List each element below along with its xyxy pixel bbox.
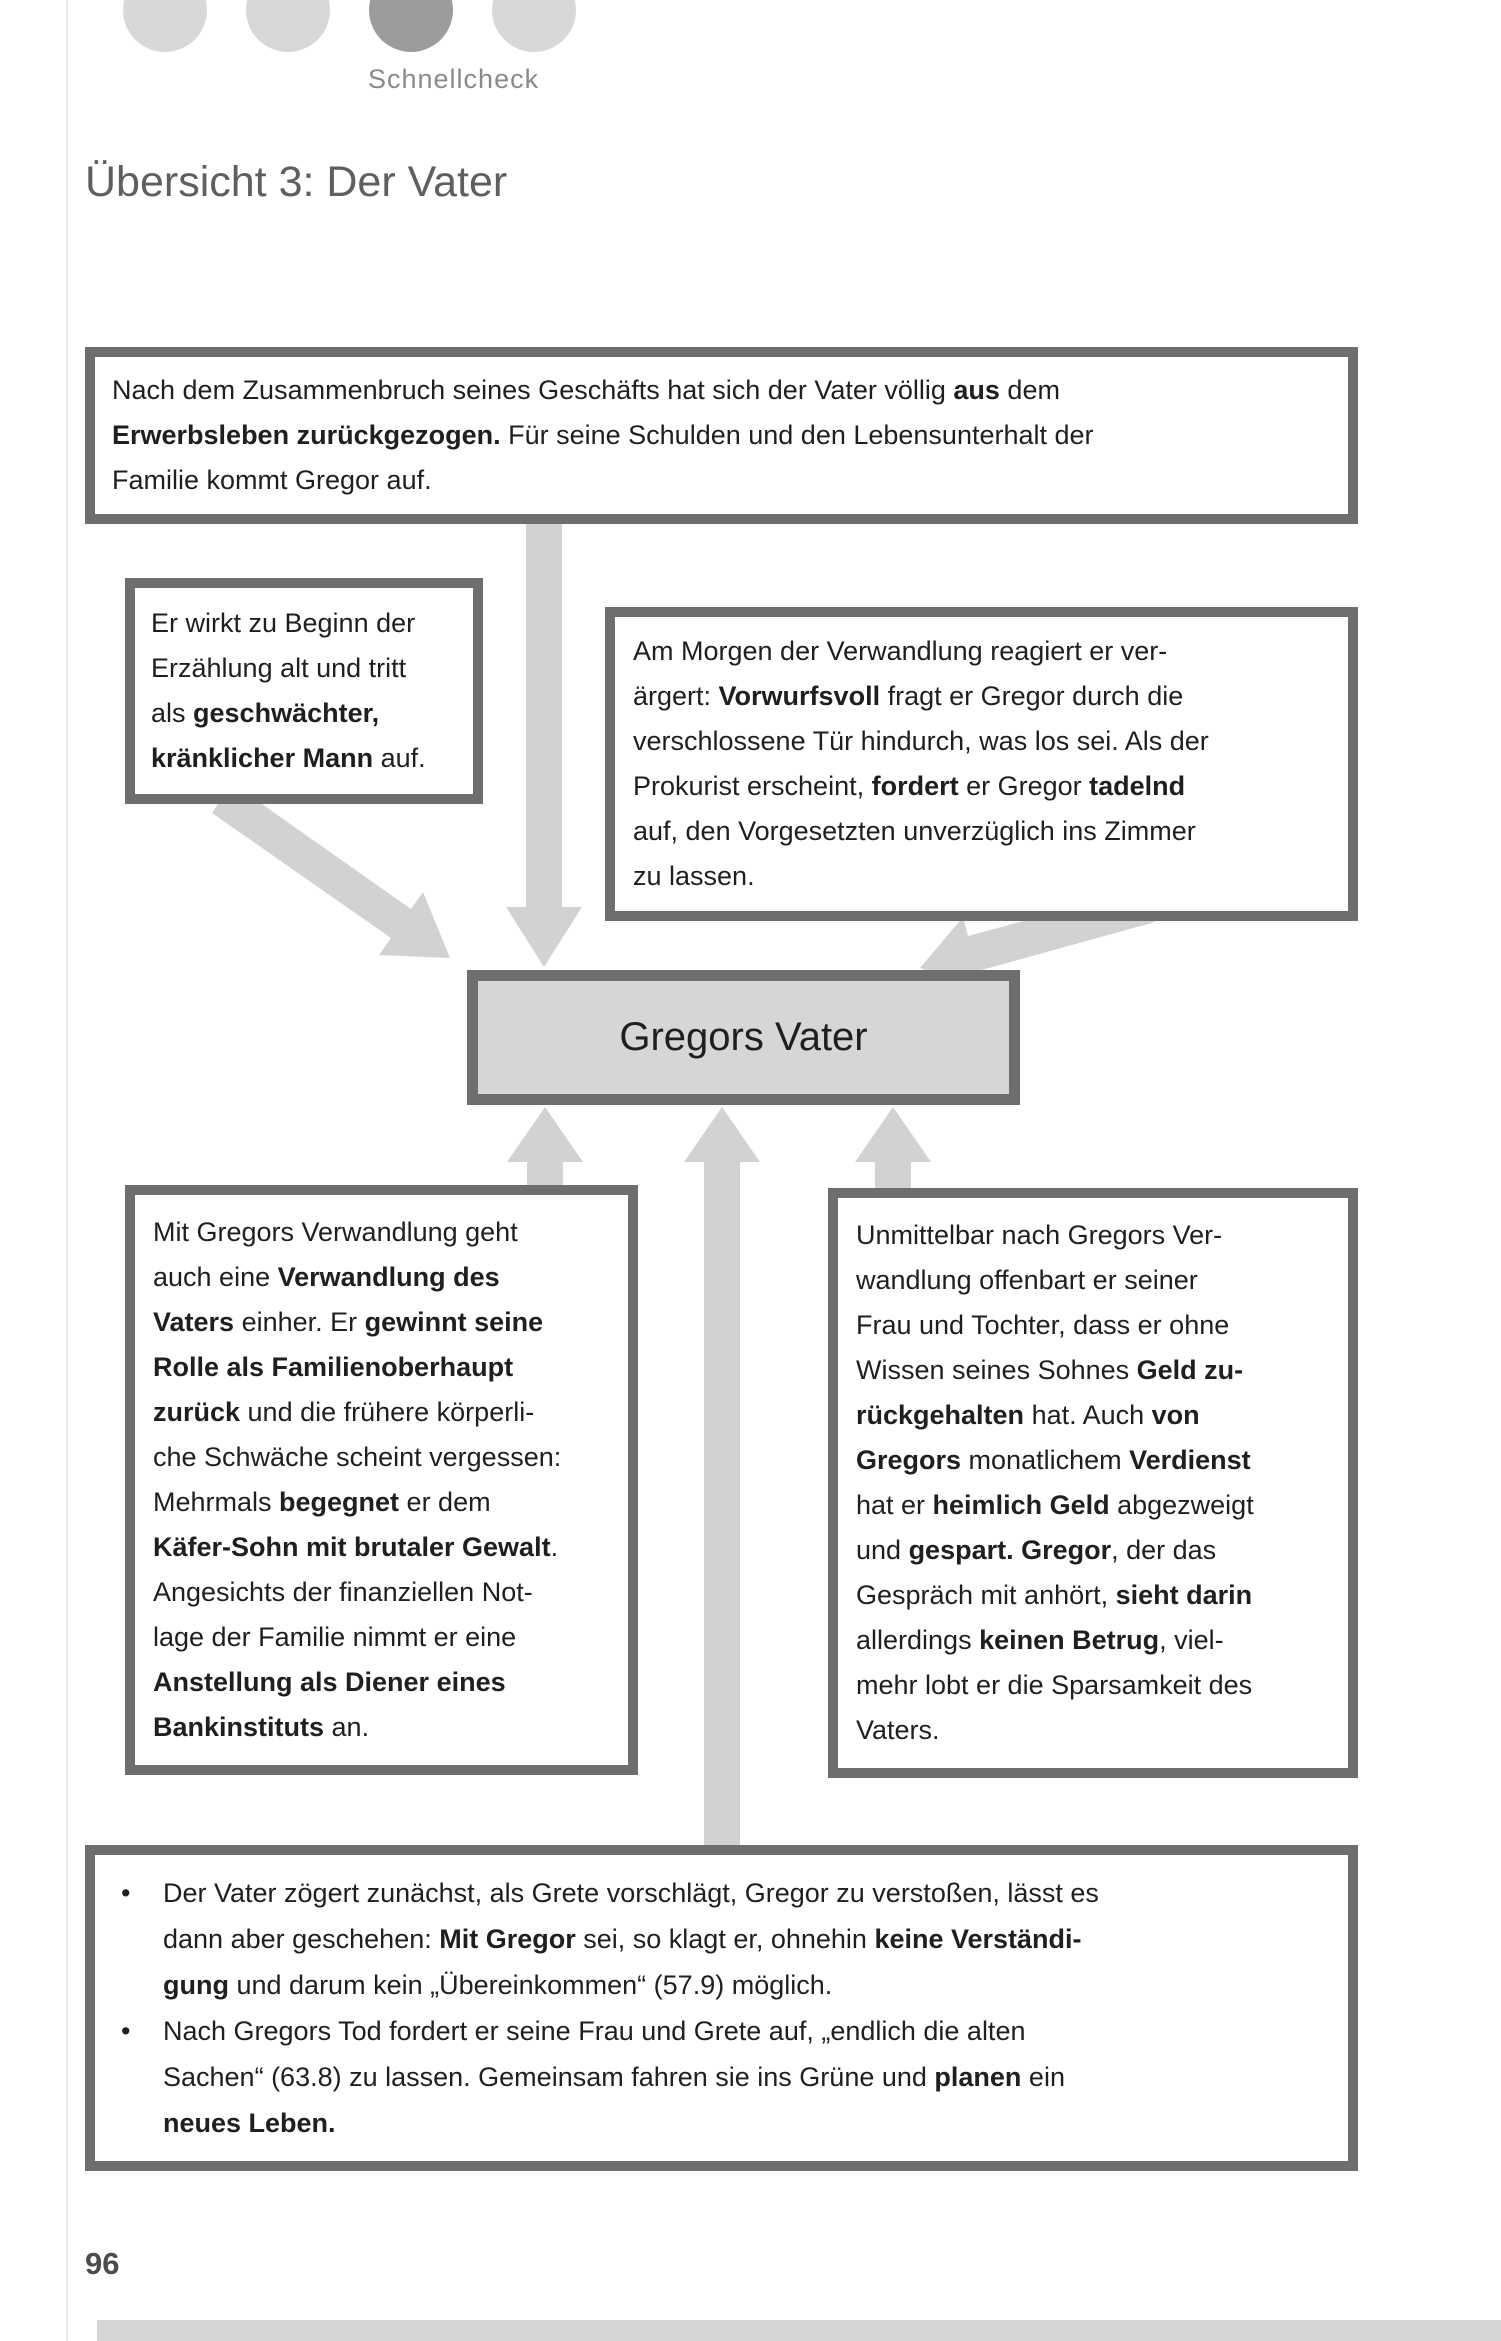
schnellcheck-label: Schnellcheck: [368, 64, 540, 94]
arrow-left-to-center: [212, 783, 450, 958]
text-line: kränklicher Mann auf.: [151, 743, 426, 773]
text-line: neues Leben.: [163, 2108, 336, 2138]
text-line: Vaters.: [856, 1715, 940, 1745]
text-line: Am Morgen der Verwandlung reagiert er ve…: [633, 636, 1168, 666]
text-line: Frau und Tochter, dass er ohne: [856, 1310, 1230, 1340]
box-ending-bullets: • Der Vater zögert zunächst, als Grete vo…: [85, 1845, 1358, 2171]
box-father-money: Unmittelbar nach Gregors Ver-wandlung of…: [828, 1188, 1358, 1778]
text-line: auf, den Vorgesetzten unverzüglich ins Z…: [633, 816, 1196, 846]
text-line: Gespräch mit anhört, sieht darin: [856, 1580, 1253, 1610]
text-line: Mit Gregors Verwandlung geht: [153, 1217, 518, 1247]
text-line: Sachen“ (63.8) zu lassen. Gemeinsam fahr…: [163, 2062, 1065, 2092]
text-line: Anstellung als Diener eines: [153, 1667, 506, 1697]
text-line: Er wirkt zu Beginn der: [151, 608, 416, 638]
box-morning-reaction: Am Morgen der Verwandlung reagiert er ve…: [605, 607, 1358, 921]
text-line: allerdings keinen Betrug, viel-: [856, 1625, 1224, 1655]
progress-dots: [123, 0, 576, 52]
text-line: Erzählung alt und tritt: [151, 653, 407, 683]
text-line: Vaters einher. Er gewinnt seine: [153, 1307, 544, 1337]
center-box-label: Gregors Vater: [619, 1015, 868, 1059]
text-line: als geschwächter,: [151, 698, 380, 728]
page-title: Übersicht 3: Der Vater: [85, 158, 508, 206]
text-line: Wissen seines Sohnes Geld zu-: [856, 1355, 1244, 1385]
text-line: gung und darum kein „Übereinkommen“ (57.…: [163, 1970, 833, 2000]
text-line: hat er heimlich Geld abgezweigt: [856, 1490, 1254, 1520]
text-line: zurück und die frühere körperli-: [153, 1397, 535, 1427]
box-father-withdrawal: Nach dem Zusammenbruch seines Geschäfts …: [85, 347, 1358, 524]
bullet-text: Nach Gregors Tod fordert er seine Frau u…: [163, 2008, 1328, 2146]
text-line: auch eine Verwandlung des: [153, 1262, 500, 1292]
text-line: Prokurist erscheint, fordert er Gregor t…: [633, 771, 1186, 801]
text-line: Gregors monatlichem Verdienst: [856, 1445, 1251, 1475]
arrow-bottomright-to-center: [855, 1107, 931, 1192]
text-line: Der Vater zögert zunächst, als Grete vor…: [163, 1878, 1099, 1908]
text-line: ärgert: Vorwurfsvoll fragt er Gregor dur…: [633, 681, 1184, 711]
text-line: Erwerbsleben zurückgezogen. Für seine Sc…: [112, 420, 1094, 450]
text-line: Nach dem Zusammenbruch seines Geschäfts …: [112, 375, 1060, 405]
arrow-top-to-center: [506, 520, 582, 967]
bullet-marker: •: [121, 1878, 131, 1908]
bullet-text: Der Vater zögert zunächst, als Grete vor…: [163, 1870, 1328, 2008]
box-gregors-vater: Gregors Vater: [467, 970, 1020, 1105]
text-line: Käfer-Sohn mit brutaler Gewalt.: [153, 1532, 559, 1562]
text-line: mehr lobt er die Sparsamkeit des: [856, 1670, 1253, 1700]
text-line: rückgehalten hat. Auch von: [856, 1400, 1200, 1430]
text-line: verschlossene Tür hindurch, was los sei.…: [633, 726, 1209, 756]
text-line: Bankinstituts an.: [153, 1712, 370, 1742]
text-line: Nach Gregors Tod fordert er seine Frau u…: [163, 2016, 1026, 2046]
box-father-transformation: Mit Gregors Verwandlung geht auch eine Ve…: [125, 1185, 638, 1775]
page-edge-rule: [66, 0, 68, 2341]
arrow-bullets-to-center: [684, 1107, 760, 1845]
list-item: • Der Vater zögert zunächst, als Grete vo…: [115, 1870, 1328, 2008]
text-line: che Schwäche scheint vergessen:: [153, 1442, 562, 1472]
text-line: dann aber geschehen: Mit Gregor sei, so …: [163, 1924, 1082, 1954]
list-item: • Nach Gregors Tod fordert er seine Frau …: [115, 2008, 1328, 2146]
bullet-marker: •: [121, 2016, 131, 2046]
text-line: lage der Familie nimmt er eine: [153, 1622, 517, 1652]
text-line: wandlung offenbart er seiner: [856, 1265, 1198, 1295]
arrow-bottomleft-to-center: [507, 1107, 583, 1188]
footer-bar: [97, 2320, 1501, 2341]
text-line: Angesichts der finanziellen Not-: [153, 1577, 533, 1607]
page-number: 96: [85, 2246, 120, 2281]
text-line: Familie kommt Gregor auf.: [112, 465, 432, 495]
text-line: Rolle als Familienoberhaupt: [153, 1352, 514, 1382]
text-line: und gespart. Gregor, der das: [856, 1535, 1217, 1565]
text-line: Unmittelbar nach Gregors Ver-: [856, 1220, 1223, 1250]
text-line: Mehrmals begegnet er dem: [153, 1487, 491, 1517]
text-line: zu lassen.: [633, 861, 755, 891]
